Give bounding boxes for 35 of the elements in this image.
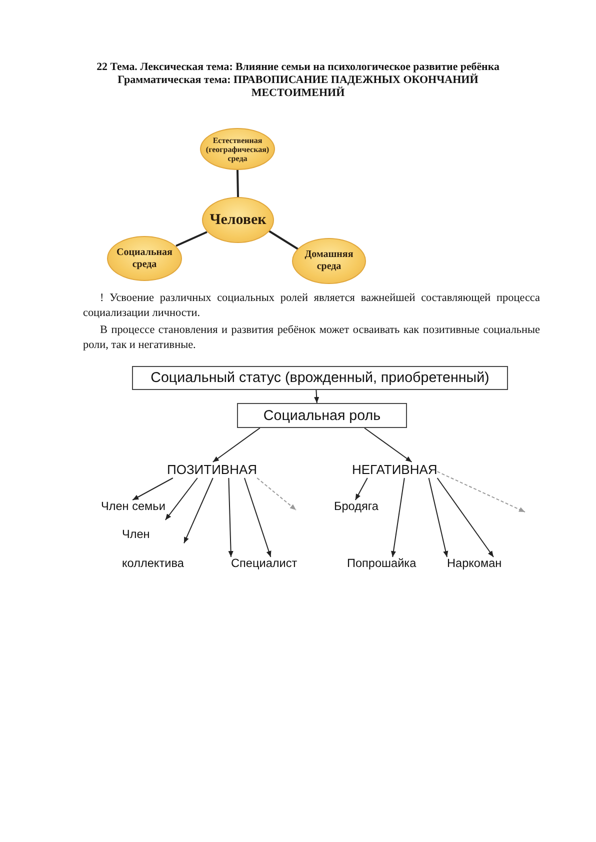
connector-line — [176, 231, 208, 247]
page-title: 22 Тема. Лексическая тема: Влияние семьи на психологическое развитие ребёнка — [96, 61, 500, 74]
role-example-label: Специалист — [231, 557, 298, 570]
oval-node: Естественная (географическая) среда — [200, 128, 275, 170]
oval-node: Домашняя среда — [292, 238, 366, 284]
connector-line — [268, 230, 298, 250]
role-example-label: Попрошайка — [347, 557, 416, 570]
arrow — [436, 471, 526, 512]
arrow — [428, 478, 448, 558]
arrow — [390, 478, 405, 558]
arrow — [364, 428, 412, 462]
category-label: ПОЗИТИВНАЯ — [167, 462, 258, 478]
arrow — [228, 478, 234, 558]
oval-node: Человек — [202, 197, 274, 243]
arrow — [244, 478, 272, 558]
status-box: Социальный статус (врожденный, приобретенный) — [132, 366, 508, 390]
arrow — [354, 478, 368, 500]
arrow — [256, 478, 296, 510]
arrow — [164, 478, 198, 520]
role-example-label: Член коллектива — [122, 520, 184, 578]
arrow — [314, 390, 320, 404]
role-example-label: Наркоман — [447, 557, 502, 570]
arrow — [436, 478, 494, 558]
paragraph: В процессе становления и развития ребёнок может осваивать как позитивные социальные роли, так и негативные. — [83, 323, 540, 353]
subtitle: Грамматическая тема: ПРАВОПИСАНИЕ ПАДЕЖНЫХ ОКОНЧАНИЙ МЕСТОИМЕНИЙ — [116, 74, 480, 100]
role-example-label: Член семьи — [101, 500, 166, 513]
role-example-label: Бродяга — [334, 500, 378, 513]
paragraph: ! Усвоение различных социальных ролей является важнейшей составляющей процесса социализации личности. — [83, 291, 540, 321]
connector-line — [236, 170, 239, 198]
arrow — [132, 478, 174, 500]
oval-node: Социальная среда — [107, 236, 182, 281]
category-label: НЕГАТИВНАЯ — [352, 462, 438, 478]
role-box: Социальная роль — [237, 403, 407, 428]
arrow — [212, 428, 260, 462]
arrow — [184, 478, 214, 544]
